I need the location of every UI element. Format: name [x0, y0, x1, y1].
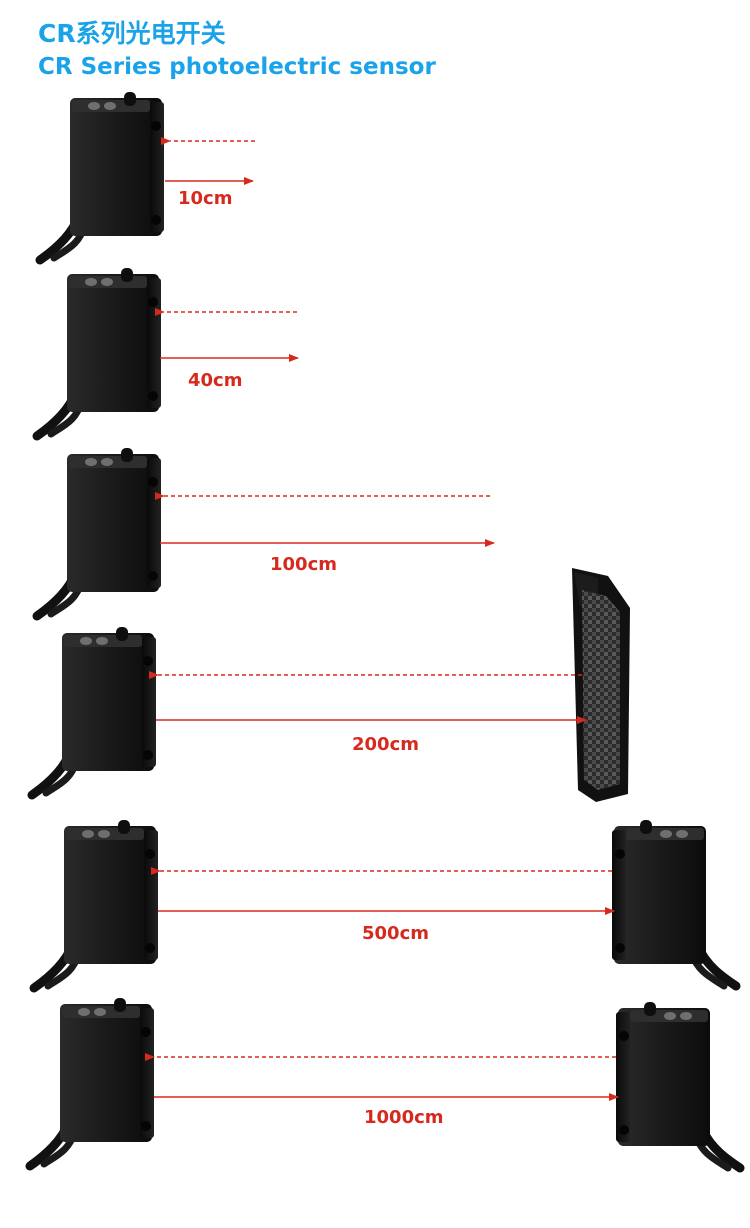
- row-10cm: 10cm: [40, 92, 255, 260]
- row-40cm: 40cm: [37, 268, 299, 436]
- title-chinese: CR系列光电开关: [38, 19, 226, 48]
- title-english: CR Series photoelectric sensor: [38, 54, 436, 80]
- reflector-image: [572, 568, 630, 802]
- distance-label: 40cm: [188, 370, 242, 391]
- distance-label: 200cm: [352, 734, 419, 755]
- row-1000cm: 1000cm: [30, 998, 740, 1168]
- receiver-sensor-image: [616, 1002, 740, 1168]
- distance-label: 100cm: [270, 554, 337, 575]
- emitter-sensor-image: [37, 268, 161, 436]
- row-500cm: 500cm: [34, 820, 736, 988]
- distance-label: 10cm: [178, 188, 232, 209]
- emitter-sensor-image: [32, 627, 156, 795]
- distance-label: 1000cm: [364, 1107, 444, 1128]
- emitter-sensor-image: [40, 92, 164, 260]
- row-200cm: 200cm: [32, 568, 630, 802]
- emitter-sensor-image: [30, 998, 154, 1166]
- emitter-sensor-image: [37, 448, 161, 616]
- row-100cm: 100cm: [37, 448, 495, 616]
- emitter-sensor-image: [34, 820, 158, 988]
- distance-label: 500cm: [362, 923, 429, 944]
- receiver-sensor-image: [612, 820, 736, 986]
